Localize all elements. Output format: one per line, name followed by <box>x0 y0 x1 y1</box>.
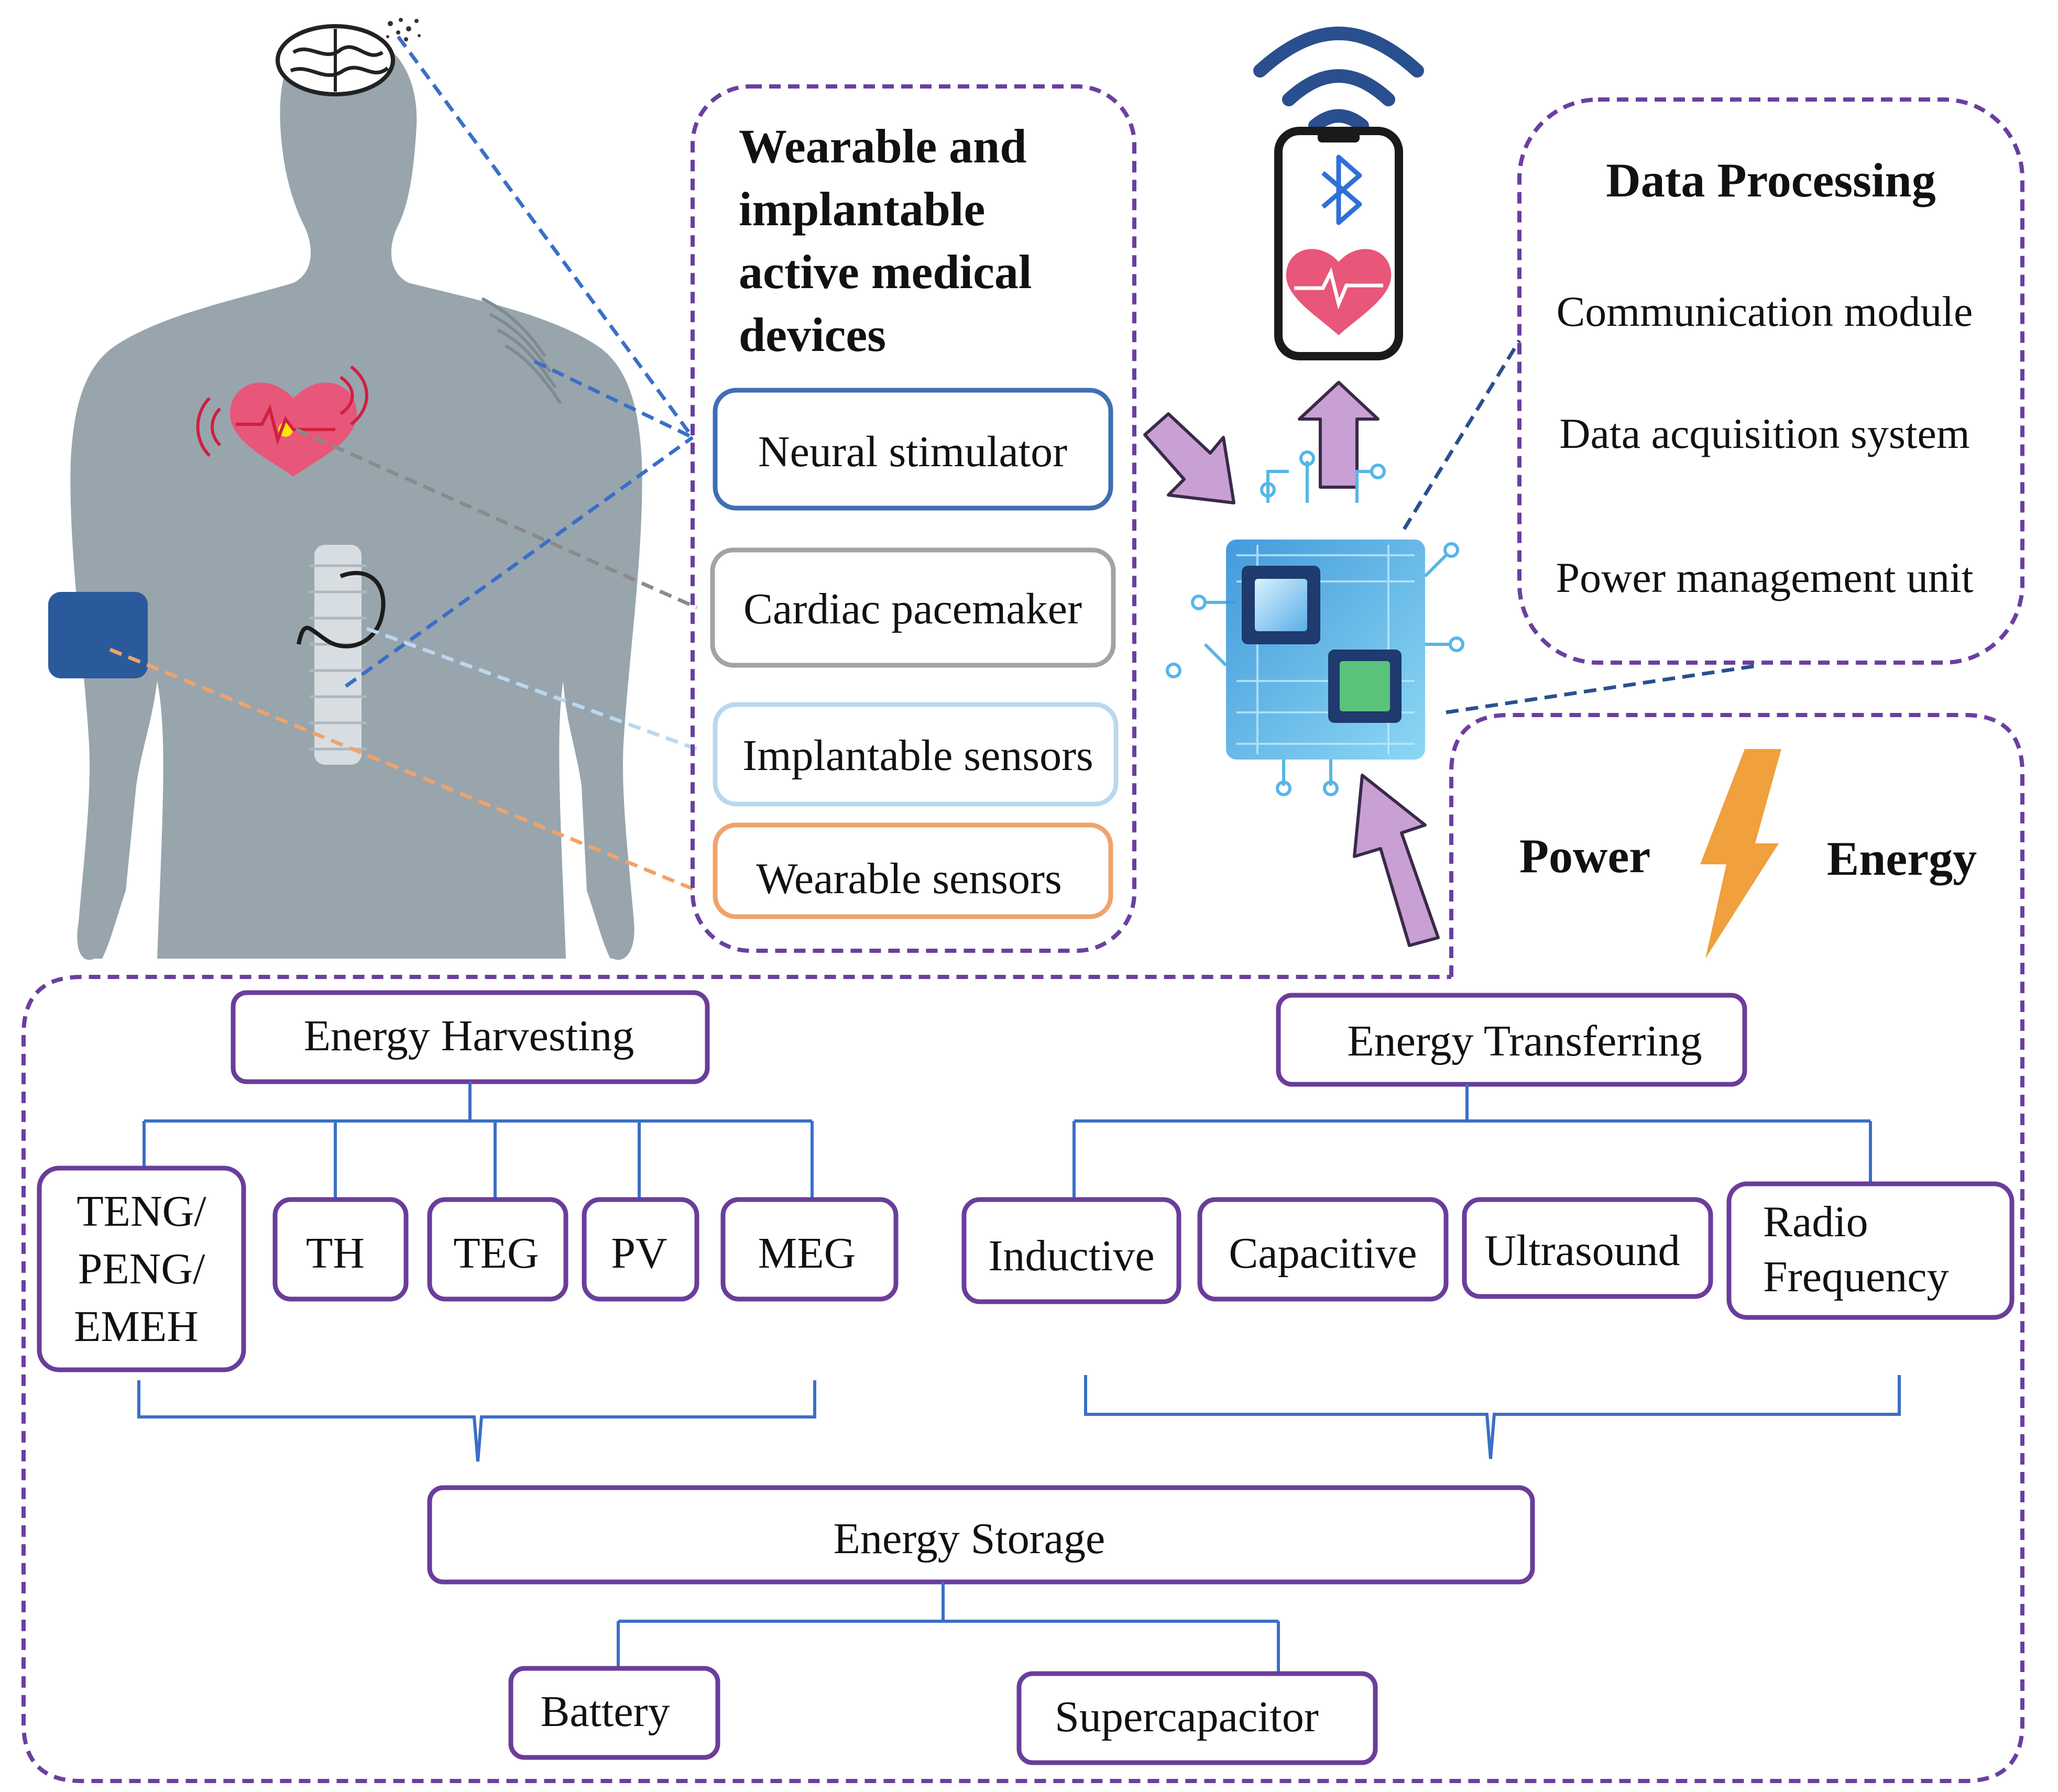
teng-line-2: PENG/ <box>78 1245 205 1293</box>
shoulder-connector <box>533 359 694 439</box>
flow-arrows <box>1143 381 1440 947</box>
connector-lines <box>109 35 1761 893</box>
chip-to-processing-lower-connector <box>1446 663 1761 714</box>
data-acquisition-label: Data acquisition system <box>1559 410 1969 457</box>
radio-frequency-line-1: Radio <box>1763 1197 1868 1246</box>
devices-title-line-3: active medical <box>739 245 1032 299</box>
radio-frequency-box <box>1726 1181 2015 1320</box>
ultrasound-label: Ultrasound <box>1484 1226 1680 1275</box>
inductive-label: Inductive <box>988 1232 1154 1280</box>
teg-box <box>427 1197 568 1302</box>
power-management-label: Power management unit <box>1556 554 1973 601</box>
energy-transferring-box <box>1276 993 1747 1087</box>
signal-dots-icon <box>386 18 421 41</box>
power-label: Power <box>1519 829 1650 883</box>
radio-frequency-line-2: Frequency <box>1763 1252 1949 1301</box>
communication-module-label: Communication module <box>1557 288 1973 335</box>
devices-panel-border <box>691 84 1136 953</box>
neural-stimulator-box <box>713 388 1113 511</box>
bluetooth-icon <box>1321 155 1362 225</box>
teg-label: TEG <box>453 1229 539 1278</box>
pv-box <box>582 1197 699 1302</box>
brain-connector <box>397 35 694 439</box>
ultrasound-box <box>1462 1197 1713 1299</box>
heart-connector <box>295 427 698 610</box>
data-processing-panel: Data Processing Communication module Dat… <box>1517 97 2024 665</box>
meg-box <box>720 1197 899 1302</box>
cardiac-pacemaker-box <box>710 547 1116 668</box>
arrow-to-chip-icon <box>1143 412 1235 504</box>
stomach-icon <box>297 570 386 648</box>
devices-title-line-4: devices <box>739 308 886 361</box>
implantable-sensors-box <box>713 702 1119 807</box>
teng-peng-emeh-box <box>37 1166 246 1372</box>
devices-panel: Wearable and implantable active medical … <box>691 84 1136 953</box>
brain-icon <box>276 24 395 96</box>
supercapacitor-label: Supercapacitor <box>1055 1692 1319 1741</box>
energy-transferring-group: Energy Transferring Inductive Capacitive… <box>961 993 2015 1459</box>
energy-panel-border <box>21 713 2024 1783</box>
phone-notch <box>1318 131 1360 142</box>
energy-storage-group: Energy Storage Battery Supercapacitor <box>427 1485 1535 1765</box>
th-label: TH <box>306 1229 365 1278</box>
heart-organ-icon <box>196 365 368 477</box>
energy-storage-title: Energy Storage <box>834 1514 1105 1563</box>
nerve-waves-icon <box>481 297 562 404</box>
wearable-sensors-box <box>713 822 1113 919</box>
energy-harvesting-group: Energy Harvesting TENG/ PENG/ EMEH TH TE… <box>37 990 899 1462</box>
meg-label: MEG <box>758 1229 856 1278</box>
teng-line-1: TENG/ <box>76 1187 206 1236</box>
energy-harvesting-title: Energy Harvesting <box>304 1012 634 1060</box>
spine-connector <box>344 436 694 688</box>
data-processing-border <box>1517 97 2024 665</box>
supercapacitor-box <box>1016 1671 1378 1765</box>
data-processing-title: Data Processing <box>1606 153 1935 207</box>
armband-sensor-icon <box>48 592 148 678</box>
energy-transferring-title: Energy Transferring <box>1347 1017 1702 1065</box>
battery-label: Battery <box>540 1687 670 1736</box>
inductive-box <box>961 1197 1181 1304</box>
human-body-illustration <box>48 18 642 960</box>
energy-storage-box <box>427 1485 1535 1585</box>
armband-connector <box>109 647 698 893</box>
smartphone-illustration <box>1253 26 1424 360</box>
heart-rate-icon <box>1286 249 1392 335</box>
capacitive-label: Capacitive <box>1229 1229 1417 1278</box>
wearable-sensors-label: Wearable sensors <box>756 854 1061 903</box>
th-box <box>272 1197 409 1302</box>
energy-label: Energy <box>1827 832 1977 885</box>
implantable-sensors-label: Implantable sensors <box>742 731 1093 780</box>
neural-stimulator-label: Neural stimulator <box>758 427 1067 476</box>
cardiac-pacemaker-label: Cardiac pacemaker <box>743 585 1082 633</box>
teng-line-3: EMEH <box>74 1302 199 1351</box>
wifi-icon <box>1253 26 1424 133</box>
microchip-illustration <box>1166 450 1464 796</box>
chip-to-processing-connector <box>1403 339 1521 530</box>
capacitive-box <box>1197 1197 1449 1302</box>
battery-box <box>508 1666 720 1760</box>
lightning-bolt-icon <box>1700 749 1781 959</box>
pv-label: PV <box>611 1229 667 1278</box>
arrow-from-energy-icon <box>1353 774 1440 947</box>
body-silhouette <box>70 31 642 960</box>
devices-title-line-1: Wearable and <box>739 119 1026 173</box>
devices-title-line-2: implantable <box>739 182 985 236</box>
spine-icon <box>309 545 367 765</box>
